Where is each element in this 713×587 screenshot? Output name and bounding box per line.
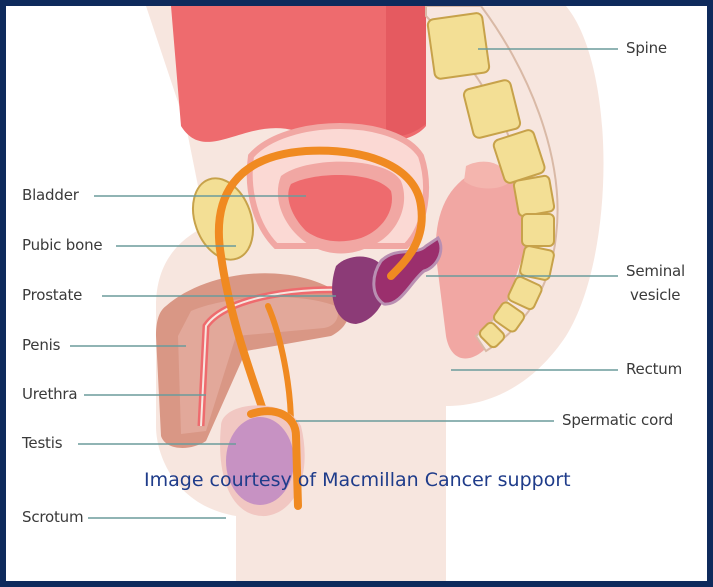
label-penis: Penis (22, 336, 60, 354)
label-urethra: Urethra (22, 385, 77, 403)
label-rectum: Rectum (626, 360, 682, 378)
testis-shape (226, 417, 294, 505)
abdominal-inner (386, 6, 426, 137)
label-testis: Testis (22, 434, 62, 452)
label-spermatic-cord: Spermatic cord (562, 411, 673, 429)
label-pubic-bone: Pubic bone (22, 236, 102, 254)
label-scrotum: Scrotum (22, 508, 83, 526)
anatomy-illustration (6, 6, 707, 581)
image-credit: Image courtesy of Macmillan Cancer suppo… (144, 469, 571, 491)
label-bladder: Bladder (22, 186, 79, 204)
label-spine: Spine (626, 39, 667, 57)
label-prostate: Prostate (22, 286, 82, 304)
label-seminal-vesicle-line1: Seminal (626, 262, 685, 280)
label-seminal-vesicle-line2: vesicle (630, 286, 680, 304)
